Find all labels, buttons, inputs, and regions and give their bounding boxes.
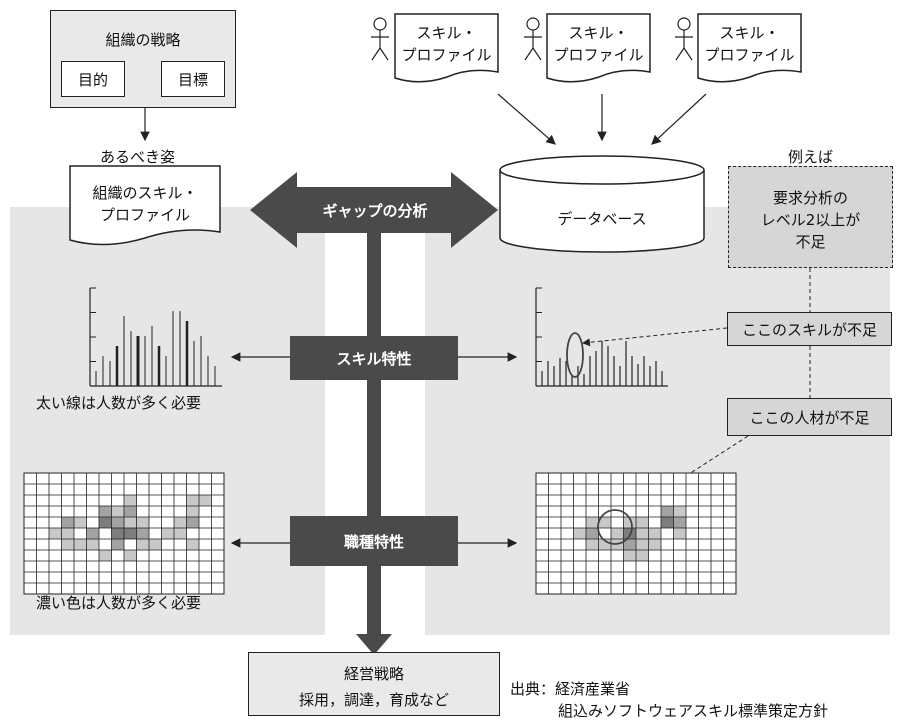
skill-profile-1-line1: スキル・ [416, 24, 477, 42]
grid-cell [124, 495, 137, 506]
grid-cell [124, 550, 137, 561]
skill-profile-2-line1: スキル・ [568, 24, 629, 42]
org-profile-line1: 組織のスキル・ [92, 184, 198, 202]
grid-cell [74, 539, 87, 550]
source-line1: 出典：経済産業省 [510, 680, 631, 698]
grid-cell [49, 528, 62, 539]
strategy-title: 組織の戦略 [105, 31, 181, 49]
grid-cell [136, 517, 149, 528]
left-bar-caption: 太い線は人数が多く必要 [36, 394, 202, 412]
grid-cell [186, 517, 199, 528]
grid-cell [174, 528, 187, 539]
left-grid-caption: 濃い色は人数が多く必要 [36, 594, 202, 612]
callout-skill-box: ここのスキルが不足 [727, 312, 892, 346]
grid-cell [623, 550, 636, 561]
grid-cell [124, 506, 137, 517]
grid-cell [598, 539, 611, 550]
grid-cell [124, 528, 137, 539]
grid-cell [199, 495, 212, 506]
example-box: 要求分析の レベル2以上が 不足 [728, 166, 893, 268]
target-box: 目標 [161, 61, 225, 97]
skill-profile-3-line2: プロファイル [704, 46, 795, 64]
example-label: 例えば [787, 148, 833, 166]
grid-cell [636, 550, 649, 561]
gap-analysis-label: ギャップの分析 [322, 202, 428, 220]
grid-cell [86, 539, 99, 550]
grid-cell [623, 539, 636, 550]
grid-cell [673, 517, 686, 528]
management-items: 採用，調達，育成など [298, 691, 449, 709]
callout-person-box: ここの人材が不足 [727, 398, 892, 436]
grid-cell [636, 539, 649, 550]
grid-cell [86, 528, 99, 539]
grid-cell [573, 528, 586, 539]
callout-person-text: ここの人材が不足 [749, 408, 870, 427]
skill-trait-label: スキル特性 [290, 336, 458, 380]
grid-cell [648, 539, 661, 550]
grid-cell [74, 517, 87, 528]
person-icon [371, 17, 389, 61]
grid-cell [611, 528, 624, 539]
grid-cell [99, 517, 112, 528]
example-line1: 要求分析の [772, 189, 848, 207]
skill-profile-2-line2: プロファイル [553, 46, 644, 64]
ideal-label: あるべき姿 [100, 148, 176, 166]
grid-cell [636, 528, 649, 539]
grid-cell [186, 506, 199, 517]
callout-skill-text: ここのスキルが不足 [741, 320, 877, 339]
grid-cell [186, 495, 199, 506]
grid-cell [161, 528, 174, 539]
source-line2: 組込みソフトウェアスキル標準策定方針 [558, 702, 829, 720]
person-icon [675, 17, 693, 61]
grid-cell [673, 506, 686, 517]
management-title: 経営戦略 [343, 665, 404, 683]
grid-cell [174, 517, 187, 528]
grid-cell [623, 528, 636, 539]
grid-cell [598, 517, 611, 528]
skill-profile-3-line1: スキル・ [719, 24, 780, 42]
grid-cell [111, 528, 124, 539]
grid-cell [186, 539, 199, 550]
grid-cell [636, 517, 649, 528]
database-label: データベース [557, 210, 647, 228]
grid-cell [149, 539, 162, 550]
grid-cell [99, 550, 112, 561]
grid-cell [61, 517, 74, 528]
grid-cell [661, 517, 674, 528]
grid-cell [136, 539, 149, 550]
grid-cell [586, 539, 599, 550]
strategy-box: 組織の戦略 目的 目標 [50, 10, 236, 108]
grid-cell [648, 528, 661, 539]
management-box: 経営戦略 採用，調達，育成など [248, 652, 500, 716]
grid-cell [61, 539, 74, 550]
grid-cell [586, 528, 599, 539]
job-trait-label: 職種特性 [290, 516, 458, 566]
grid-cell [673, 528, 686, 539]
grid-cell [99, 506, 112, 517]
grid-cell [61, 528, 74, 539]
grid-cell [136, 528, 149, 539]
person-icon [524, 17, 542, 61]
grid-cell [623, 517, 636, 528]
example-line2: レベル2以上が [760, 211, 861, 229]
grid-cell [111, 517, 124, 528]
grid-cell [661, 506, 674, 517]
grid-cell [586, 517, 599, 528]
org-profile-line2: プロファイル [99, 206, 190, 224]
goal-box: 目的 [61, 61, 125, 97]
skill-profile-1-line2: プロファイル [401, 46, 492, 64]
grid-cell [124, 517, 137, 528]
example-line3: 不足 [795, 233, 826, 251]
grid-cell [111, 539, 124, 550]
grid-cell [111, 506, 124, 517]
